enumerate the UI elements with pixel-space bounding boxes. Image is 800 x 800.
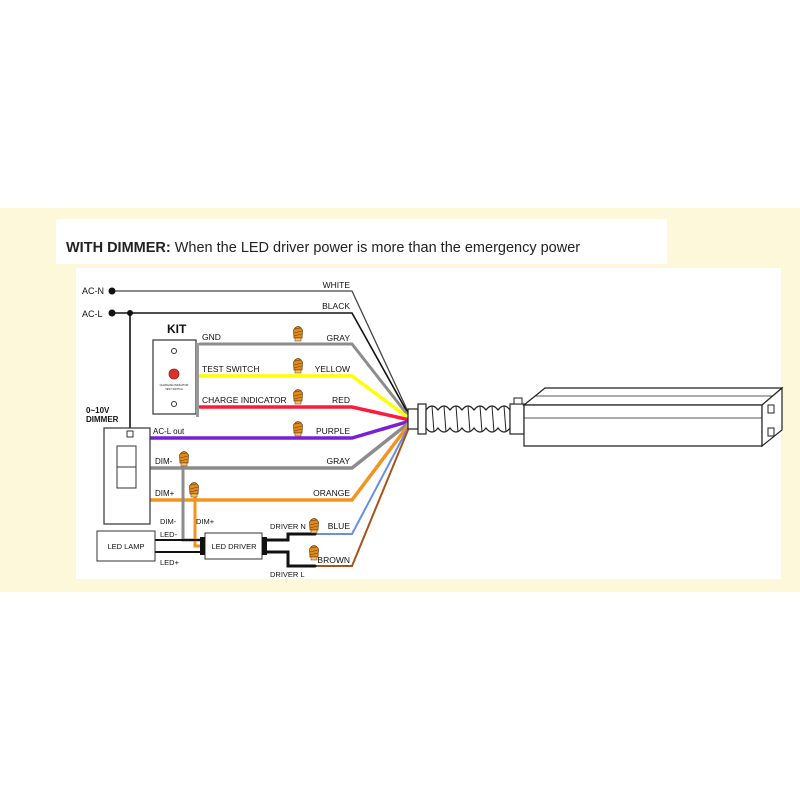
dimmer-dim-plus-label: DIM+ bbox=[155, 489, 175, 498]
dimmer-dim-minus-label: DIM- bbox=[155, 457, 173, 466]
wire-label-brown: BROWN bbox=[317, 555, 350, 565]
wire-brown bbox=[314, 424, 411, 567]
conduit-end-clip bbox=[513, 397, 523, 405]
led-lamp: LED LAMP bbox=[96, 530, 156, 562]
wire-label-orange: ORANGE bbox=[313, 488, 350, 498]
led-plus-label: LED+ bbox=[160, 558, 180, 567]
led-lamp-box bbox=[96, 530, 156, 562]
wire-label-black: BLACK bbox=[322, 301, 350, 311]
title-bold: WITH DIMMER: bbox=[66, 240, 171, 256]
ac-l-junction-icon bbox=[127, 310, 133, 316]
unit-end-face bbox=[761, 386, 783, 448]
kit-plate-shadow bbox=[196, 343, 199, 417]
title-rest: When the LED driver power is more than t… bbox=[170, 240, 581, 256]
page-title: WITH DIMMER: When the LED driver power i… bbox=[66, 240, 580, 256]
kit-button-icon[interactable] bbox=[168, 368, 180, 380]
wire-nut-icon bbox=[309, 545, 319, 561]
wire-nut-icon bbox=[293, 421, 303, 437]
dimmer-title-1: 0~10V bbox=[86, 406, 110, 415]
wire-driver-l bbox=[260, 550, 317, 568]
wire-label-gray: GRAY bbox=[327, 333, 351, 343]
wire-driver-n bbox=[260, 532, 317, 542]
wire-black bbox=[111, 312, 411, 418]
gnd-label: GND bbox=[202, 332, 221, 342]
acl-out-label: AC-L out bbox=[153, 427, 185, 436]
wire-nut-icon bbox=[179, 451, 189, 467]
wire-nut-icon bbox=[293, 389, 303, 405]
kit-screw-top-icon bbox=[171, 348, 177, 354]
driver-n-label: DRIVER N bbox=[270, 522, 306, 531]
led-driver-label: LED DRIVER bbox=[211, 542, 257, 551]
wire-label-purple: PURPLE bbox=[316, 426, 350, 436]
ac-n-label: AC-N bbox=[82, 286, 104, 296]
kit: KIT CHARGING INDICATOR TEST SWITCH GND T… bbox=[152, 322, 287, 417]
wire-label-gray-2: GRAY bbox=[327, 456, 351, 466]
wire-label-red: RED bbox=[332, 395, 350, 405]
wire-label-blue: BLUE bbox=[328, 521, 351, 531]
kit-title: KIT bbox=[167, 322, 187, 336]
wire-nut-icon bbox=[189, 482, 199, 498]
wire-label-yellow: YELLOW bbox=[315, 364, 350, 374]
ac-n-terminal-icon bbox=[108, 287, 116, 295]
wire-nut-icon bbox=[293, 358, 303, 374]
conduit-ribs bbox=[431, 405, 507, 433]
led-lamp-label: LED LAMP bbox=[107, 542, 144, 551]
driver-dim-plus-label: DIM+ bbox=[196, 517, 215, 526]
wire-label-white: WHITE bbox=[323, 280, 351, 290]
wire-yellow bbox=[198, 374, 412, 421]
driver-l-label: DRIVER L bbox=[270, 570, 305, 579]
wire-blue bbox=[314, 423, 411, 535]
wire-gray-gnd bbox=[198, 342, 412, 420]
dimmer-acl-terminal bbox=[126, 430, 134, 438]
wire-nut-icon bbox=[293, 326, 303, 342]
flex-conduit bbox=[407, 397, 525, 435]
conduit-connector bbox=[407, 408, 419, 430]
wire-orange bbox=[148, 421, 412, 502]
ac-l-terminal-icon bbox=[108, 309, 116, 317]
led-driver-terminal-left bbox=[200, 537, 205, 555]
wire-red bbox=[198, 405, 412, 422]
unit-top-face bbox=[522, 387, 784, 406]
test-switch-label: TEST SWITCH bbox=[202, 364, 259, 374]
kit-plate-caption-1: CHARGING INDICATOR bbox=[160, 383, 189, 387]
conduit-end-fitting bbox=[509, 403, 525, 435]
led-minus-label: LED- bbox=[160, 530, 178, 539]
kit-screw-bottom-icon bbox=[171, 401, 177, 407]
kit-plate-caption-2: TEST SWITCH bbox=[165, 387, 183, 391]
led-driver: LED DRIVER DIM- DIM+ LED- LED+ DRIVER N … bbox=[160, 517, 306, 579]
title-box bbox=[56, 219, 667, 264]
wire-nut-icon bbox=[309, 518, 319, 534]
charge-indicator-label: CHARGE INDICATOR bbox=[202, 395, 287, 405]
led-driver-terminal-right bbox=[262, 537, 267, 555]
ac-l-label: AC-L bbox=[82, 309, 103, 319]
wire-white bbox=[111, 290, 411, 417]
emergency-unit bbox=[522, 386, 784, 448]
dimmer: 0~10V DIMMER AC-L out DIM- DIM+ bbox=[86, 406, 185, 525]
ac-terminals: AC-N AC-L bbox=[82, 286, 133, 319]
unit-mount-slot-top-icon bbox=[767, 404, 775, 414]
unit-front-face bbox=[523, 404, 763, 447]
conduit-nut bbox=[417, 403, 427, 435]
wire-labels: WHITE BLACK GRAY YELLOW RED PURPLE GRAY … bbox=[313, 280, 350, 565]
dimmer-title-2: DIMMER bbox=[86, 415, 119, 424]
wire-gray-dim bbox=[148, 420, 412, 470]
unit-mount-slot-bottom-icon bbox=[767, 427, 775, 437]
wire-purple bbox=[148, 419, 412, 440]
driver-dim-minus-label: DIM- bbox=[160, 517, 177, 526]
wire-layer bbox=[111, 290, 412, 568]
